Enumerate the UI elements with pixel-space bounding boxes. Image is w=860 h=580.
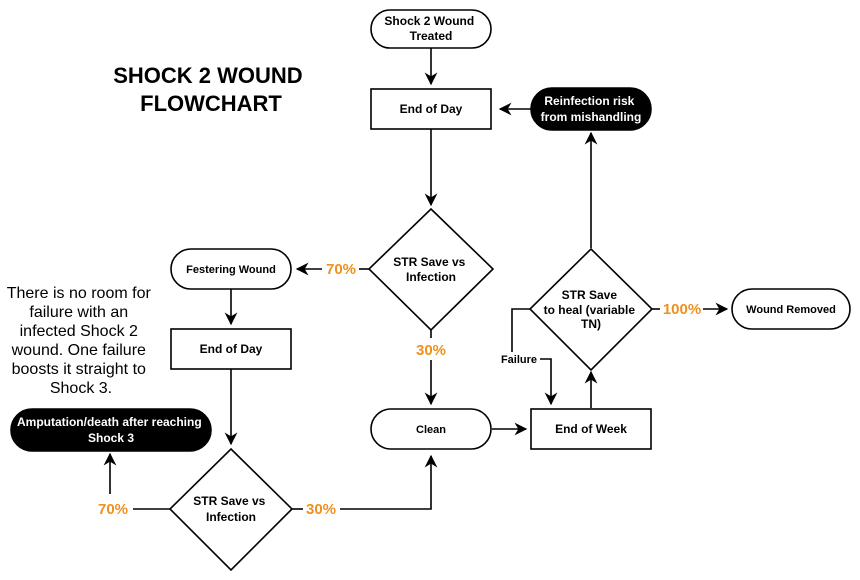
node-end-of-day-2 [170,328,292,370]
node-start [370,9,492,49]
node-festering [170,248,292,290]
node-str-heal-label: STR Save to heal (variable TN) [544,288,639,331]
node-clean-label: Clean [416,424,446,436]
node-start-label: Shock 2 Wound Treated [384,14,477,43]
label-70-percent-bottom: 70% [98,501,128,518]
node-reinfection-label: Reinfection risk from mishandling [541,94,642,124]
edge-heal-failure-b [540,358,558,406]
node-end-of-week-label: End of Week [555,422,627,436]
node-end-of-day-1 [370,88,492,130]
label-100-percent: 100% [663,301,701,318]
edge-heal-failure-a [511,308,530,352]
failure-note: There is no room for failure with an inf… [7,285,156,397]
node-str-save-1-label: STR Save vs Infection [393,255,468,284]
label-30-percent-bottom: 30% [306,501,336,518]
node-reinfection [530,87,652,131]
node-end-of-day-2-label: End of Day [200,342,263,356]
node-wound-removed [731,288,851,330]
flowchart-title: SHOCK 2 WOUND FLOWCHART [113,63,309,116]
label-failure: Failure [501,354,537,366]
edge-30-to-clean [340,454,438,510]
node-amputation-label: Amputation/death after reaching Shock 3 [17,415,205,445]
node-end-of-day-1-label: End of Day [400,102,463,116]
node-str-save-2 [168,447,294,572]
node-str-save-2-label: STR Save vs Infection [193,494,268,524]
label-30-percent-top: 30% [416,342,446,359]
node-str-save-1 [367,207,495,332]
node-str-heal [528,247,654,372]
node-amputation [10,408,212,452]
node-festering-label: Festering Wound [186,264,276,276]
label-70-percent-top: 70% [326,261,356,278]
node-wound-removed-label: Wound Removed [746,304,836,316]
node-clean [370,408,492,450]
node-end-of-week [530,408,652,450]
